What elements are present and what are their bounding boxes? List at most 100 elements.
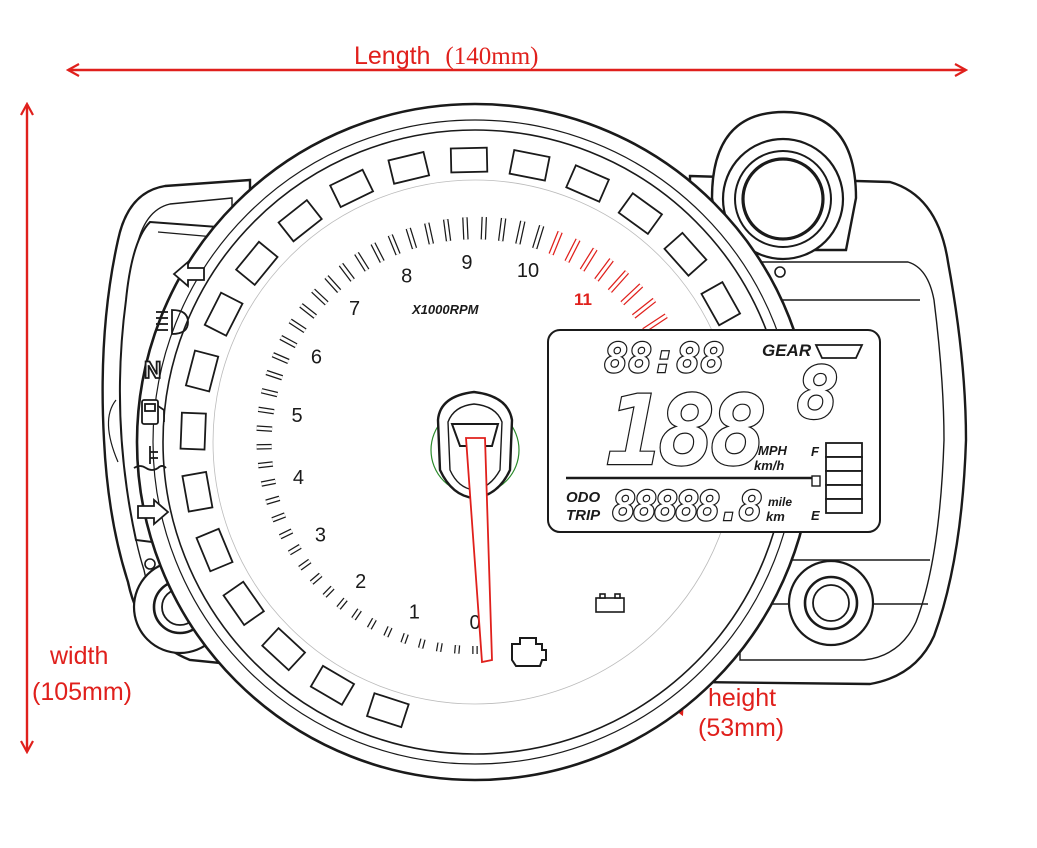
rpm-tick-mark-inner bbox=[258, 407, 275, 414]
rpm-tick-mark-inner bbox=[256, 426, 273, 431]
shift-led-block bbox=[184, 349, 220, 393]
rpm-tick-mark-inner bbox=[325, 276, 341, 293]
fuel-empty-label: E bbox=[811, 508, 820, 523]
rpm-tick-mark-inner bbox=[565, 239, 580, 263]
rpm-tick-mark-inner bbox=[265, 496, 280, 504]
rpm-tick-mark-inner bbox=[580, 248, 597, 271]
tachometer-needle bbox=[430, 390, 520, 664]
gear-indicator-digit: 8 bbox=[796, 351, 839, 435]
shift-led-block bbox=[181, 470, 214, 513]
rpm-tick-mark-inner bbox=[444, 219, 451, 242]
shift-led-block bbox=[309, 664, 356, 706]
rpm-tick-mark-inner bbox=[339, 263, 354, 281]
height-dimension: height (53mm) bbox=[656, 658, 784, 742]
rpm-tick-mark-inner bbox=[419, 638, 425, 649]
rpm-tick-mark-inner bbox=[642, 314, 668, 332]
rpm-tick-mark-inner bbox=[516, 220, 525, 245]
rpm-number-7: 7 bbox=[349, 298, 360, 320]
rpm-tick-mark-inner bbox=[310, 573, 322, 584]
speed-unit-kmh: km/h bbox=[754, 458, 784, 473]
check-engine-icon bbox=[511, 637, 547, 667]
rpm-tick-mark-inner bbox=[289, 319, 306, 332]
rpm-number-5: 5 bbox=[291, 405, 302, 427]
high-beam-icon bbox=[156, 309, 189, 335]
gear-label: GEAR bbox=[762, 341, 812, 360]
rpm-number-0: 0 bbox=[469, 612, 480, 634]
distance-unit-mile: mile bbox=[768, 495, 792, 509]
height-value: (53mm) bbox=[698, 714, 784, 742]
rpm-tick-mark-inner bbox=[499, 218, 506, 242]
rpm-tick-mark-inner bbox=[384, 626, 392, 637]
coolant-temperature-icon bbox=[133, 446, 167, 471]
rpm-tick-mark-inner bbox=[371, 242, 384, 263]
rpm-number-9: 9 bbox=[461, 252, 472, 274]
shift-led-block bbox=[328, 168, 375, 209]
rpm-number-3: 3 bbox=[315, 524, 326, 546]
shift-led-block bbox=[387, 150, 431, 185]
rpm-tick-mark-inner bbox=[261, 479, 276, 486]
odometer-readout: 88888.8 bbox=[612, 484, 761, 530]
left-turn-arrow-icon bbox=[172, 260, 205, 288]
shift-led-block bbox=[700, 280, 742, 327]
rpm-number-2: 2 bbox=[355, 571, 366, 593]
shift-led-block bbox=[203, 291, 244, 337]
rpm-tick-mark-inner bbox=[368, 618, 376, 629]
rpm-tick-mark-inner bbox=[632, 298, 656, 318]
rpm-tick-mark-inner bbox=[595, 258, 613, 281]
rpm-tick-mark-inner bbox=[406, 227, 416, 249]
fuel-pump-icon bbox=[141, 399, 165, 425]
rpm-tick-mark-inner bbox=[481, 216, 486, 240]
fuel-full-label: F bbox=[811, 444, 820, 459]
shift-led-block bbox=[277, 198, 323, 243]
rpm-tick-mark-inner bbox=[621, 284, 643, 305]
rpm-number-11: 11 bbox=[574, 290, 592, 309]
rpm-number-10: 10 bbox=[517, 260, 539, 282]
battery-icon bbox=[595, 593, 625, 613]
rpm-tick-mark-inner bbox=[608, 270, 629, 293]
width-label: width bbox=[49, 642, 108, 670]
rpm-tick-mark-inner bbox=[455, 645, 459, 654]
odo-label: ODO bbox=[566, 489, 601, 506]
rpm-number-4: 4 bbox=[293, 467, 304, 489]
neutral-indicator: N bbox=[144, 357, 161, 384]
shift-led-ring bbox=[179, 146, 763, 729]
rpm-tick-mark-inner bbox=[300, 304, 317, 318]
shift-led-block bbox=[565, 164, 611, 203]
length-dimension: Length (140mm) bbox=[68, 42, 966, 70]
rpm-number-8: 8 bbox=[401, 265, 412, 287]
fuel-gauge-pump-icon bbox=[811, 475, 821, 487]
clock-readout: 88:88 bbox=[604, 336, 724, 382]
rpm-tick-mark-inner bbox=[265, 371, 283, 380]
shift-led-block bbox=[365, 692, 410, 729]
shift-led-block bbox=[617, 192, 664, 236]
rpm-tick-mark-inner bbox=[425, 222, 433, 245]
rpm-tick-mark-inner bbox=[261, 389, 278, 397]
speed-unit-mph: MPH bbox=[758, 443, 788, 458]
rpm-tick-mark-inner bbox=[401, 633, 408, 644]
rpm-tick-mark-inner bbox=[280, 336, 297, 348]
rpm-tick-mark-inner bbox=[298, 559, 311, 570]
reset-knob bbox=[721, 137, 845, 278]
shift-led-block bbox=[195, 527, 234, 573]
rpm-tick-mark-inner bbox=[323, 586, 334, 597]
rpm-tick-mark-inner bbox=[258, 462, 273, 468]
rpm-tick-mark-inner bbox=[355, 252, 369, 271]
rpm-tick-mark-inner bbox=[271, 513, 286, 522]
rpm-tick-scale bbox=[256, 216, 707, 654]
rpm-tick-mark-inner bbox=[549, 231, 562, 255]
rpm-number-1: 1 bbox=[409, 601, 420, 623]
height-label: height bbox=[708, 684, 776, 712]
rpm-tick-mark-inner bbox=[337, 598, 347, 609]
rpm-tick-mark-inner bbox=[463, 217, 468, 240]
speed-readout: 188 bbox=[606, 375, 764, 487]
rpm-tick-mark-inner bbox=[437, 642, 442, 652]
shift-led-block bbox=[222, 580, 266, 627]
distance-unit-km: km bbox=[766, 509, 785, 524]
rpm-tick-mark-inner bbox=[279, 529, 293, 539]
shift-led-block bbox=[449, 146, 489, 174]
rpm-tick-mark-inner bbox=[388, 234, 400, 255]
shift-led-block bbox=[663, 231, 708, 277]
width-dimension: width (105mm) bbox=[27, 104, 132, 752]
length-label: Length (140mm) bbox=[354, 42, 538, 70]
